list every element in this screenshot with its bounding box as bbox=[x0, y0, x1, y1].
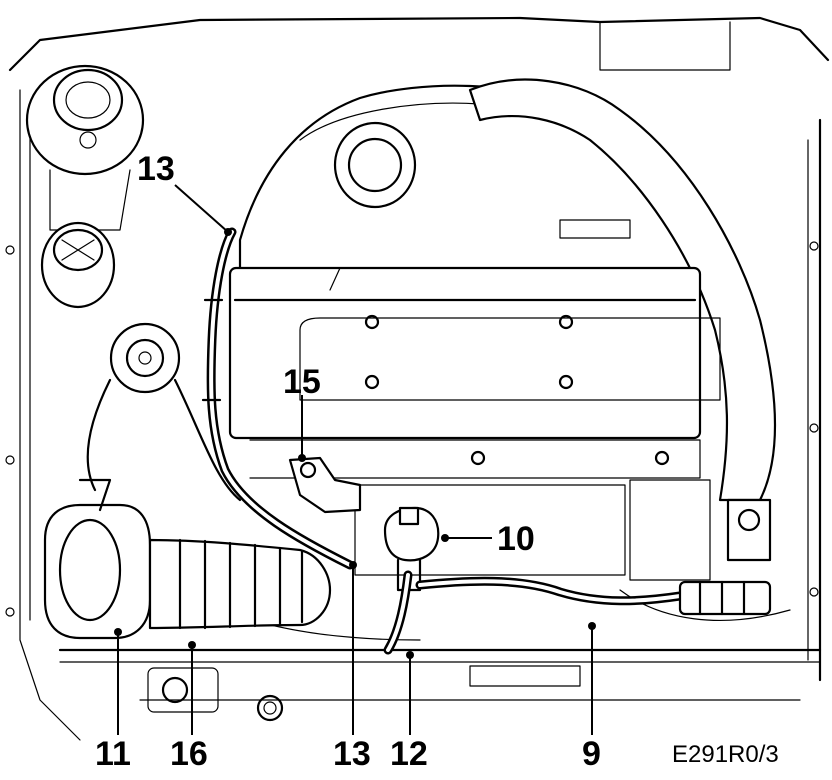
callout-12: 12 bbox=[390, 735, 428, 773]
hose-9 bbox=[415, 498, 772, 616]
callout-13-top: 13 bbox=[137, 150, 175, 188]
engine-bay-frame bbox=[5, 16, 830, 741]
pulley bbox=[86, 322, 242, 502]
air-mass-meter bbox=[43, 478, 152, 640]
figure-code: E291R0/3 bbox=[672, 741, 779, 768]
callout-11: 11 bbox=[95, 735, 131, 773]
power-steering-reservoir bbox=[40, 221, 116, 309]
callout-13-bottom: 13 bbox=[333, 735, 371, 773]
leader-lines bbox=[114, 184, 596, 735]
callout-15: 15 bbox=[283, 363, 321, 401]
hose-12 bbox=[383, 570, 413, 655]
sensor-bracket bbox=[288, 456, 362, 514]
valve-component bbox=[383, 506, 440, 592]
vacuum-hose bbox=[201, 227, 355, 570]
lower-fixtures bbox=[147, 665, 581, 722]
valve-cover bbox=[228, 266, 721, 479]
intake-bellows bbox=[148, 538, 332, 630]
callout-10: 10 bbox=[497, 520, 535, 558]
callout-16: 16 bbox=[170, 735, 208, 773]
callout-9: 9 bbox=[582, 735, 601, 773]
coolant-reservoir bbox=[25, 64, 145, 231]
